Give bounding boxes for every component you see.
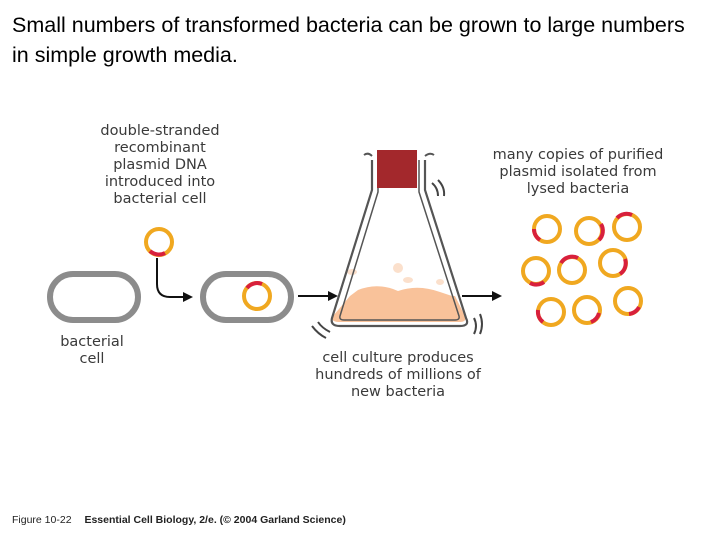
label-bacterial-cell: bacterial cell: [60, 334, 124, 367]
purified-plasmid-8: [572, 295, 602, 325]
slide-title: Small numbers of transformed bacteria ca…: [12, 13, 685, 67]
figure-number: Figure 10-22: [12, 514, 72, 526]
label-recombinant-plasmid: double-stranded recombinant plasmid DNA …: [100, 123, 220, 207]
uptake-arrow: [156, 258, 193, 302]
purified-plasmid-1: [531, 214, 562, 244]
purified-plasmid-7: [535, 297, 566, 327]
purified-plasmid-3: [612, 211, 642, 242]
bacterial-cell-transformed: [200, 271, 294, 323]
figure-caption: Figure 10-22 Essential Cell Biology, 2/e…: [12, 514, 346, 526]
foam: [347, 263, 444, 285]
purified-plasmid-5: [557, 254, 587, 285]
plasmid-in-cell: [242, 281, 272, 311]
figure-source: Essential Cell Biology, 2/e. (© 2004 Gar…: [84, 514, 346, 526]
purified-plasmid-6: [598, 248, 628, 278]
arrow-to-flask: [298, 291, 338, 301]
culture-flask: [311, 150, 483, 339]
bacterial-cell-empty: [47, 271, 141, 323]
label-cell-culture: cell culture produces hundreds of millio…: [315, 350, 481, 400]
flask-stopper: [377, 150, 417, 188]
purified-plasmid-4: [521, 256, 551, 287]
purified-plasmid-9: [613, 286, 643, 316]
plasmid-free: [144, 227, 174, 257]
shake-marks: [311, 179, 483, 339]
purified-plasmid-2: [574, 216, 605, 246]
label-purified-plasmid: many copies of purified plasmid isolated…: [492, 147, 664, 197]
arrow-to-plasmids: [462, 291, 502, 301]
